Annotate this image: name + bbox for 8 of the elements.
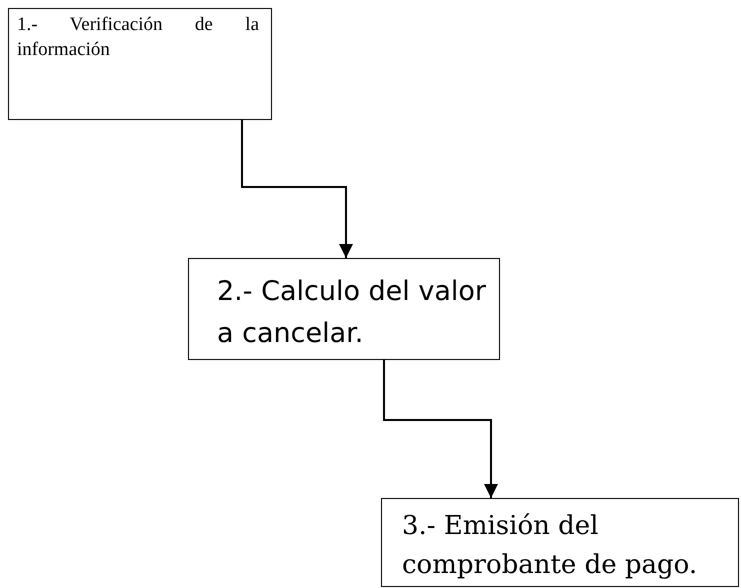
step-text: 3.- Emisión del comprobante de pago. bbox=[402, 510, 698, 582]
arrow bbox=[383, 360, 498, 498]
step-text: 1.- Verificación de la información bbox=[17, 13, 259, 62]
arrow bbox=[241, 120, 353, 258]
process-box bbox=[188, 258, 500, 360]
process-box bbox=[381, 498, 739, 587]
process-box bbox=[8, 8, 272, 120]
step-text: 2.- Calculo del valor a cancelar. bbox=[217, 275, 487, 351]
